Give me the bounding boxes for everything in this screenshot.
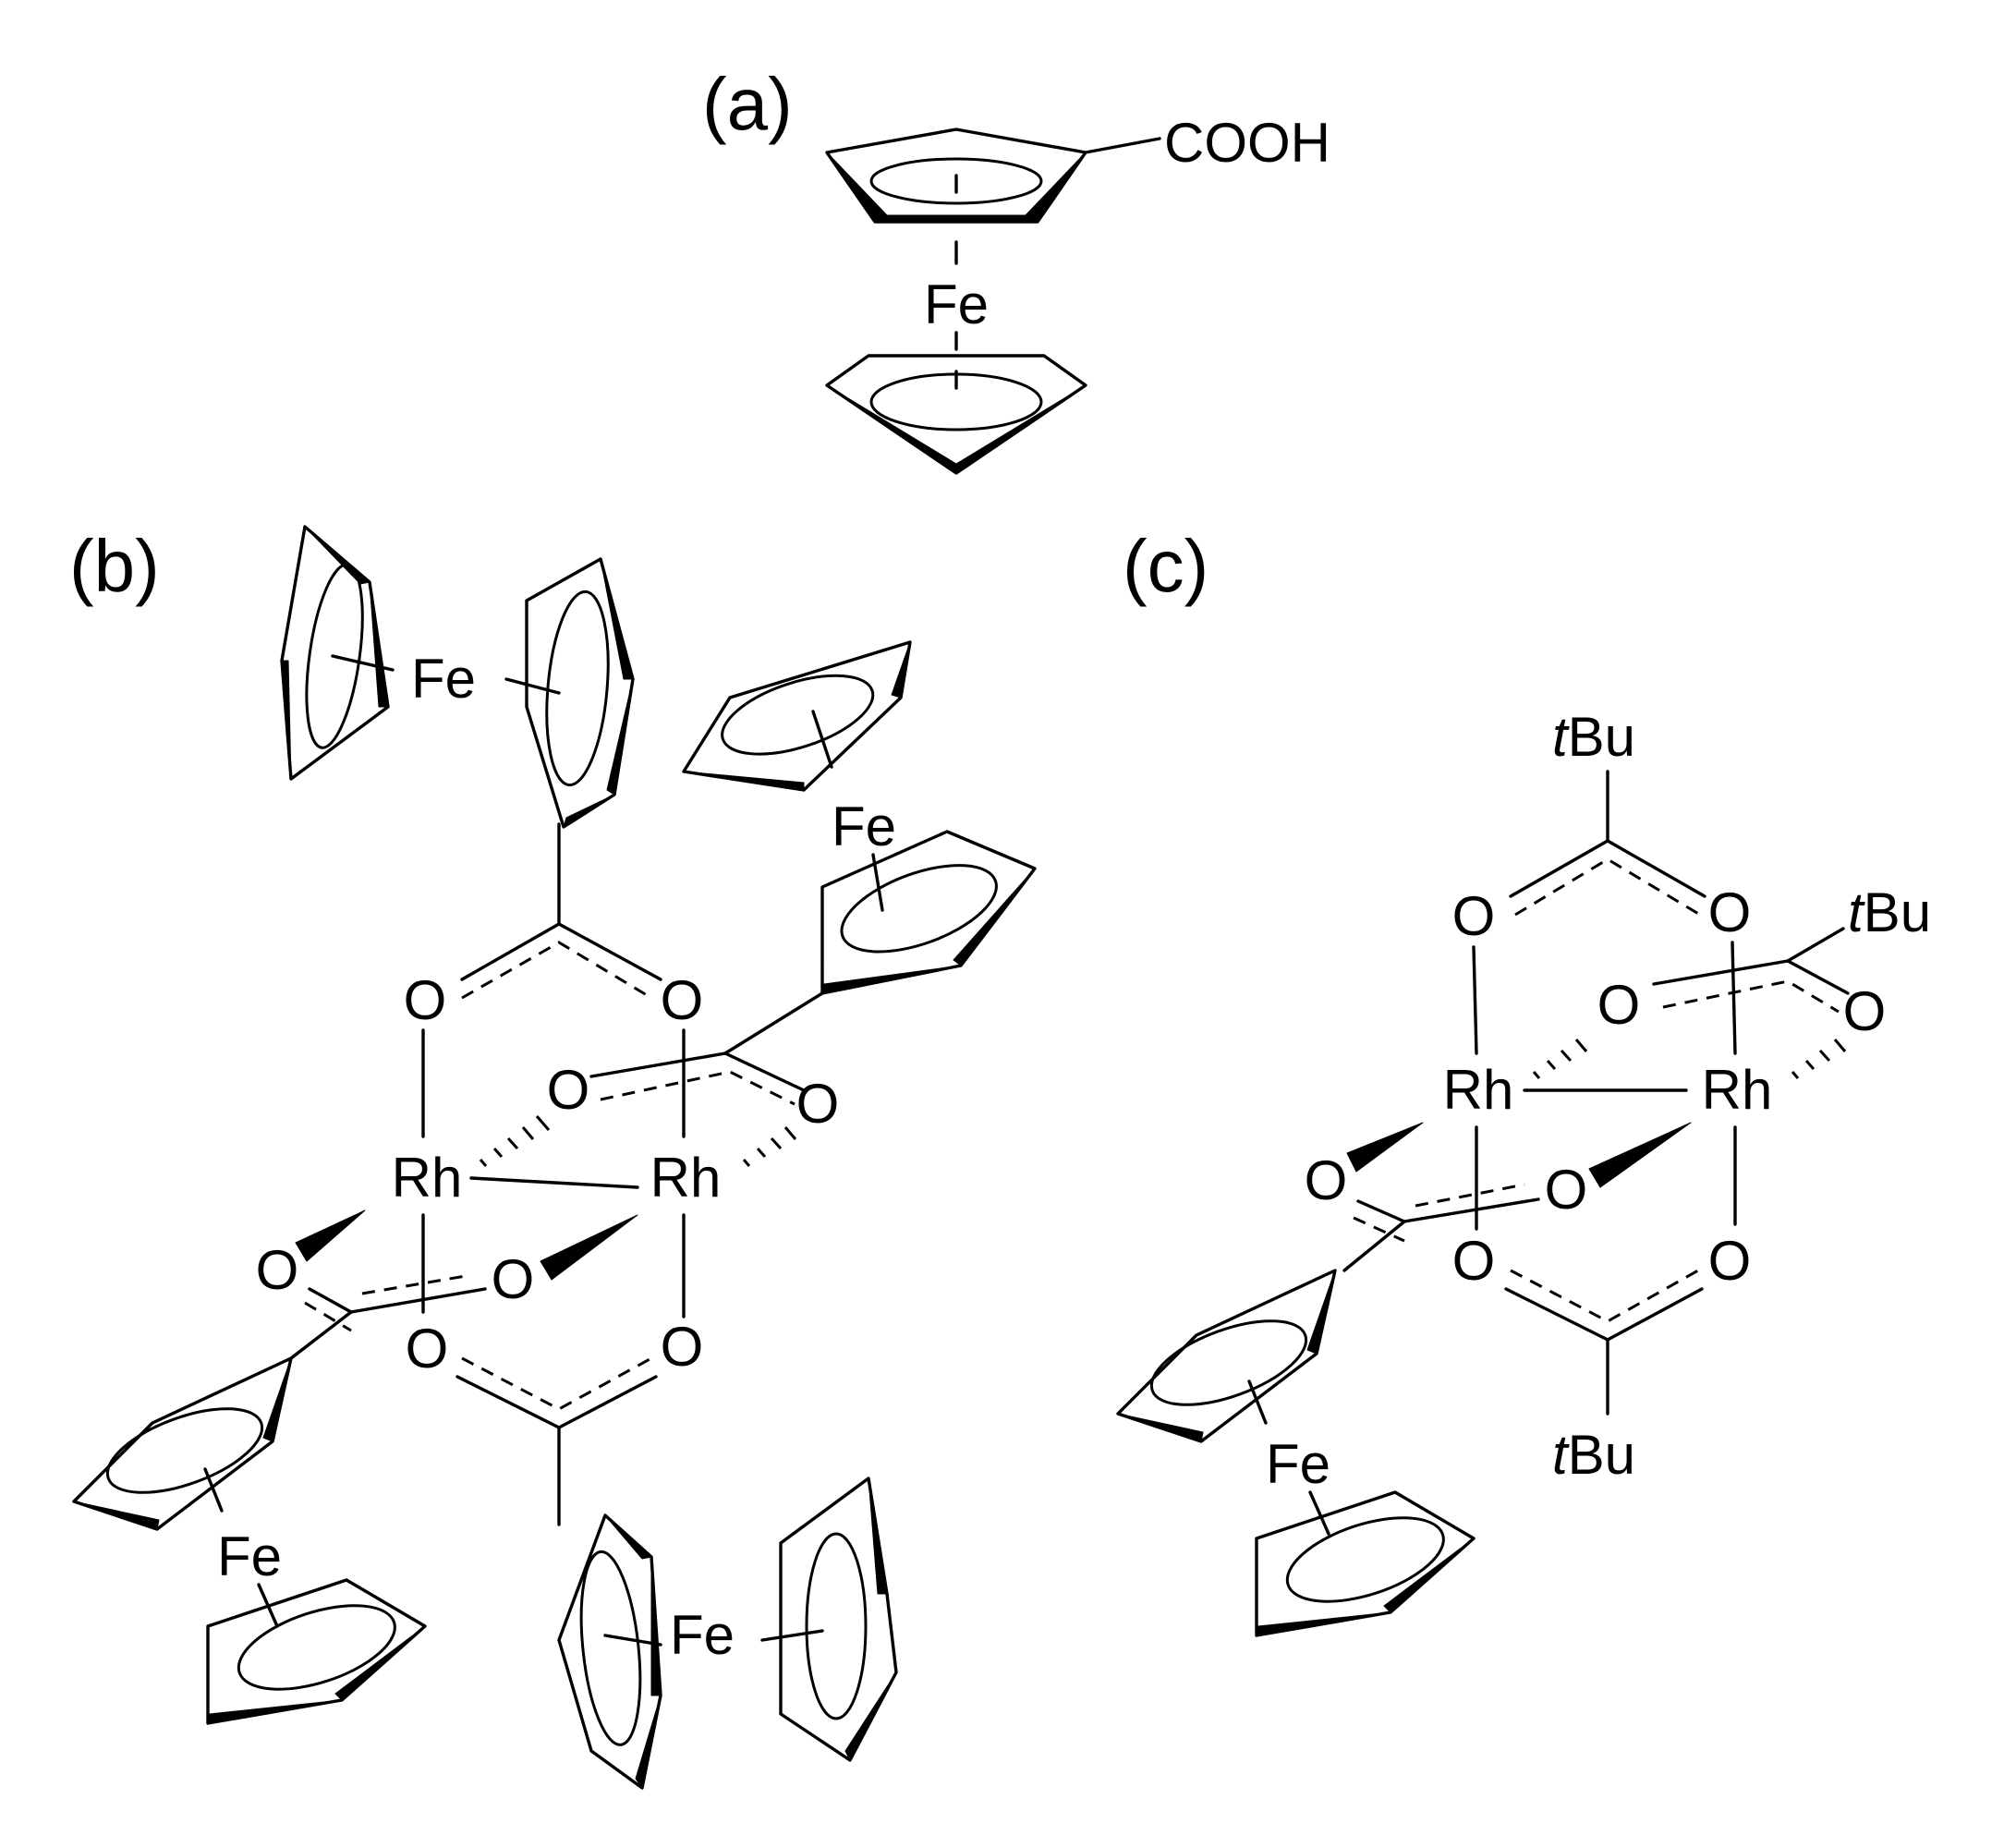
- bond: [460, 922, 561, 981]
- label-o: O: [1305, 1149, 1348, 1211]
- bond: [589, 1051, 727, 1078]
- bond: [1509, 839, 1609, 898]
- fe-link: [504, 677, 561, 695]
- bond-ring-cooh: [1084, 137, 1161, 154]
- fe-link: [1308, 1490, 1330, 1536]
- panel-b: (b) Fe O O: [69, 525, 1037, 1790]
- label-o: O: [256, 1239, 299, 1301]
- panel-label-c: (c): [1123, 525, 1208, 607]
- cp-ring-top: [825, 128, 1087, 224]
- wedge-bond: [1588, 1122, 1692, 1188]
- bond: [723, 1051, 806, 1092]
- ferrocene-top-left: Fe: [280, 525, 635, 829]
- rh-rh-bond: [469, 1176, 639, 1189]
- bond: [349, 1287, 487, 1314]
- label-o: O: [1452, 885, 1496, 947]
- wedge-bond: [540, 1214, 638, 1281]
- bond: [557, 1375, 658, 1429]
- ferrocene-c: Fe: [1116, 1269, 1476, 1637]
- cp-ring-bottom: [825, 354, 1087, 475]
- bond: [1606, 1287, 1704, 1342]
- panel-c: (c) tBu O O tBu O O Rh Rh O O O O tBu: [1116, 525, 1931, 1637]
- delocalised-bond: [1353, 1183, 1525, 1243]
- panel-label-a: (a): [702, 63, 793, 145]
- bond-cp-carbon: [1342, 1220, 1406, 1272]
- label-tbu-text: Bu: [1568, 1424, 1635, 1486]
- bond: [1786, 959, 1850, 995]
- bond: [1504, 1287, 1609, 1342]
- label-o: O: [404, 969, 447, 1031]
- bond-o-rh: [1472, 945, 1478, 1055]
- label-cooh: COOH: [1164, 112, 1330, 174]
- bond: [308, 1287, 353, 1314]
- fe-link: [811, 710, 833, 769]
- hashed-bond: [479, 1115, 551, 1167]
- label-o: O: [796, 1073, 840, 1135]
- delocalised-bond: [304, 1273, 472, 1332]
- bond: [557, 922, 662, 981]
- hashed-bond: [1532, 1039, 1588, 1079]
- fe-link: [203, 1467, 224, 1513]
- label-fe-b4: Fe: [670, 1604, 735, 1666]
- bond-cp-carbon: [723, 991, 824, 1055]
- label-o: O: [492, 1248, 535, 1310]
- delocalised-bond: [1510, 1269, 1699, 1323]
- label-fe-b3: Fe: [217, 1525, 282, 1587]
- label-rh-c2: Rh: [1702, 1059, 1773, 1121]
- label-fe-c: Fe: [1266, 1433, 1330, 1495]
- fe-link: [760, 1629, 824, 1642]
- hashed-bond: [742, 1126, 797, 1167]
- delocalised-bond: [1662, 979, 1840, 1014]
- label-o: O: [406, 1318, 449, 1379]
- label-o: O: [547, 1059, 590, 1121]
- label-tbu: tBu: [1848, 881, 1931, 943]
- bond: [1786, 927, 1845, 963]
- hashed-bond: [1791, 1039, 1847, 1079]
- label-tbu-text: Bu: [1864, 881, 1931, 943]
- bond: [1652, 959, 1790, 986]
- fe-link: [603, 1634, 662, 1647]
- bond-o-rh: [1731, 941, 1737, 1055]
- fe-link: [331, 654, 395, 672]
- delocalised-bond: [461, 1356, 652, 1411]
- label-o: O: [661, 1316, 704, 1378]
- label-o: O: [1708, 1230, 1752, 1292]
- label-tbu: tBu: [1552, 1424, 1635, 1486]
- label-fe-b2: Fe: [832, 796, 896, 857]
- wedge-bond: [295, 1209, 366, 1262]
- label-tbu-text: Bu: [1568, 706, 1635, 768]
- delocalised-bond: [600, 1070, 795, 1106]
- label-o: O: [1708, 881, 1752, 943]
- delocalised-bond: [1514, 857, 1701, 917]
- label-fe-a: Fe: [924, 273, 989, 335]
- ferrocene-bottom-left: Fe: [72, 1356, 427, 1725]
- label-rh-c1: Rh: [1443, 1059, 1514, 1121]
- label-fe-b1: Fe: [411, 648, 476, 710]
- panel-label-b: (b): [69, 525, 160, 607]
- label-o: O: [661, 969, 704, 1031]
- fe-link: [1247, 1379, 1268, 1425]
- bond: [1606, 839, 1706, 898]
- label-rh-b1: Rh: [392, 1147, 463, 1209]
- panel-a: (a) COOH Fe: [702, 63, 1330, 475]
- delocalised-bond: [461, 941, 652, 1000]
- label-o: O: [1843, 980, 1887, 1042]
- label-tbu: tBu: [1552, 706, 1635, 768]
- ferrocene-bottom: Fe: [557, 1477, 898, 1790]
- label-rh-b2: Rh: [650, 1147, 722, 1209]
- bond: [455, 1375, 561, 1429]
- wedge-bond: [1346, 1122, 1424, 1173]
- bond: [1356, 1199, 1406, 1223]
- label-o: O: [1597, 974, 1641, 1036]
- label-o: O: [1545, 1159, 1588, 1221]
- ferrocene-top-right: Fe: [682, 640, 1037, 995]
- bond-cp-carbon: [289, 1310, 353, 1360]
- label-o: O: [1452, 1230, 1496, 1292]
- bond: [1403, 1197, 1540, 1223]
